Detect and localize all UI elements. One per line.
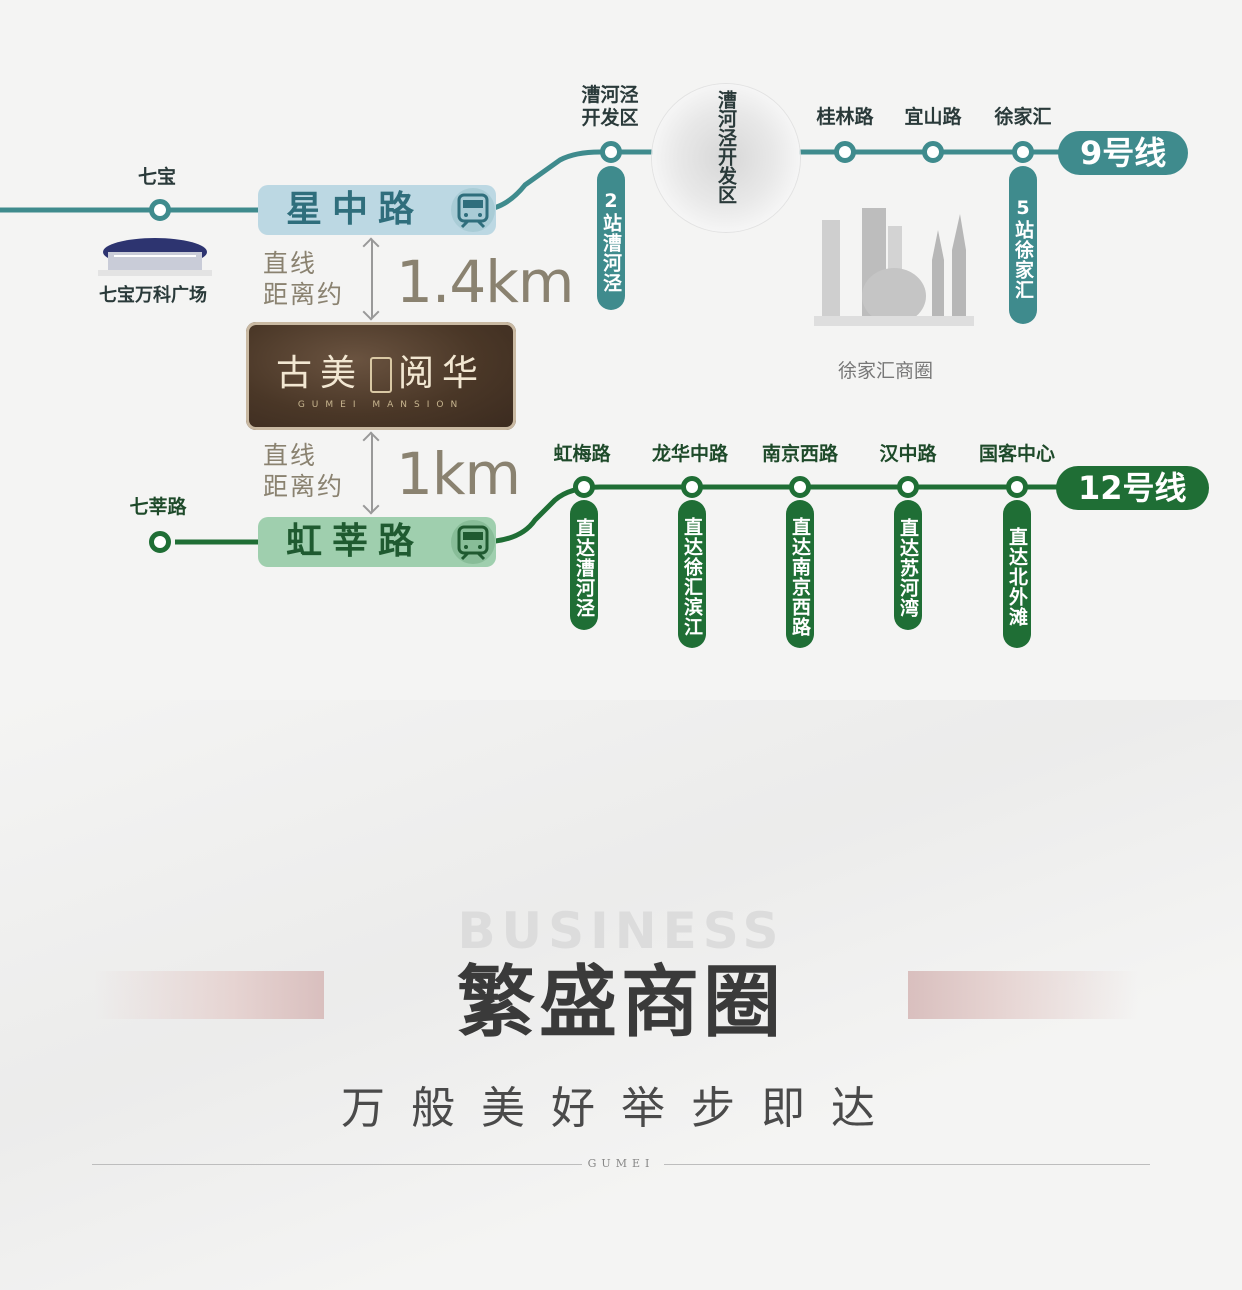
section-deco-bar-left [94, 971, 324, 1019]
distance-value-line9: 1.4km [396, 248, 574, 316]
caohejing-note-bar: 2站漕河泾 [597, 166, 625, 310]
nanjingxi-note-bar: 直达南京西路 [786, 500, 814, 648]
hub-hongxin-label: 虹莘路 [286, 521, 425, 562]
metro-train-icon [451, 188, 495, 232]
section-subtitle: 万般美好举步即达 [341, 1083, 901, 1134]
station-label-guoke: 国客中心 [978, 443, 1056, 465]
station-qixin[interactable] [149, 531, 171, 553]
distance-label-bottom-line2: 距离约 [263, 472, 345, 501]
project-name-right: 阅华 [398, 353, 487, 394]
line-12-badge[interactable]: 12号线 [1056, 466, 1209, 510]
footer-rule-right [664, 1164, 1150, 1165]
section-english-watermark: BUSINESS [457, 902, 785, 960]
station-guilin[interactable] [834, 141, 856, 163]
station-label-caohejing: 漕河泾 开发区 [570, 84, 650, 130]
footer-rule-left [92, 1164, 582, 1165]
caohejing-zone-label: 漕河泾开发区 [715, 90, 737, 204]
xujiahui-skyline-image [814, 208, 974, 326]
station-label-hanzhong: 汉中路 [879, 443, 937, 465]
hanzhong-note-bar: 直达苏河湾 [894, 500, 922, 630]
project-emblem-icon [370, 357, 392, 393]
station-yishan[interactable] [922, 141, 944, 163]
metro-train-icon [451, 520, 495, 564]
station-xujiahui[interactable] [1012, 141, 1034, 163]
section-deco-bar-right [908, 971, 1138, 1019]
station-label-caohejing-text: 漕河泾 开发区 [581, 84, 639, 129]
hub-xingzhong-label: 星中路 [286, 189, 425, 230]
distance-label-top: 直线 距离约 [263, 248, 344, 310]
distance-label-top-line2: 距离约 [263, 280, 345, 309]
landmark-label-qibao-vanke: 七宝万科广场 [99, 285, 207, 306]
distance-label-top-line1: 直线 [263, 249, 318, 278]
station-hanzhong[interactable] [897, 476, 919, 498]
project-english-name: GUMEI MANSION [297, 400, 465, 410]
distance-arrow-bottom [371, 434, 373, 512]
station-longhua[interactable] [681, 476, 703, 498]
station-nanjingxi[interactable] [789, 476, 811, 498]
qibao-mall-image [98, 238, 212, 276]
station-guoke[interactable] [1006, 476, 1028, 498]
station-label-qibao: 七宝 [137, 166, 177, 188]
station-label-longhua: 龙华中路 [651, 443, 729, 465]
project-name-left: 古美 [275, 353, 364, 394]
station-hongmei[interactable] [573, 476, 595, 498]
station-label-hongmei: 虹梅路 [553, 443, 611, 465]
footer-brand-text: GUMEI [587, 1157, 655, 1170]
distance-label-bottom-line1: 直线 [263, 441, 318, 470]
station-label-qixin: 七莘路 [129, 496, 187, 518]
line-9-badge[interactable]: 9号线 [1058, 131, 1189, 175]
hub-hongxin-road[interactable]: 虹莘路 [258, 517, 496, 567]
project-name: 古美阅华 [246, 344, 516, 396]
distance-arrow-top [371, 240, 373, 318]
caohejing-circle-decoration [652, 84, 800, 232]
section-title: 繁盛商圈 [456, 958, 785, 1048]
station-qibao[interactable] [149, 199, 171, 221]
landmark-label-xujiahui: 徐家汇商圈 [838, 360, 934, 382]
distance-label-bottom: 直线 距离约 [263, 440, 344, 502]
hub-xingzhong-road[interactable]: 星中路 [258, 185, 496, 235]
xujiahui-note-bar: 5站徐家汇 [1009, 166, 1037, 324]
station-label-nanjingxi: 南京西路 [761, 443, 839, 465]
station-label-yishan: 宜山路 [904, 106, 962, 128]
guoke-note-bar: 直达北外滩 [1003, 500, 1031, 648]
station-label-guilin: 桂林路 [816, 106, 874, 128]
station-caohejing[interactable] [600, 141, 622, 163]
station-label-xujiahui: 徐家汇 [994, 106, 1052, 128]
project-card-gumei[interactable]: 古美阅华 GUMEI MANSION [246, 322, 516, 430]
longhua-note-bar: 直达徐汇滨江 [678, 500, 706, 648]
distance-value-line12: 1km [396, 440, 521, 508]
hongmei-note-bar: 直达漕河泾 [570, 500, 598, 630]
